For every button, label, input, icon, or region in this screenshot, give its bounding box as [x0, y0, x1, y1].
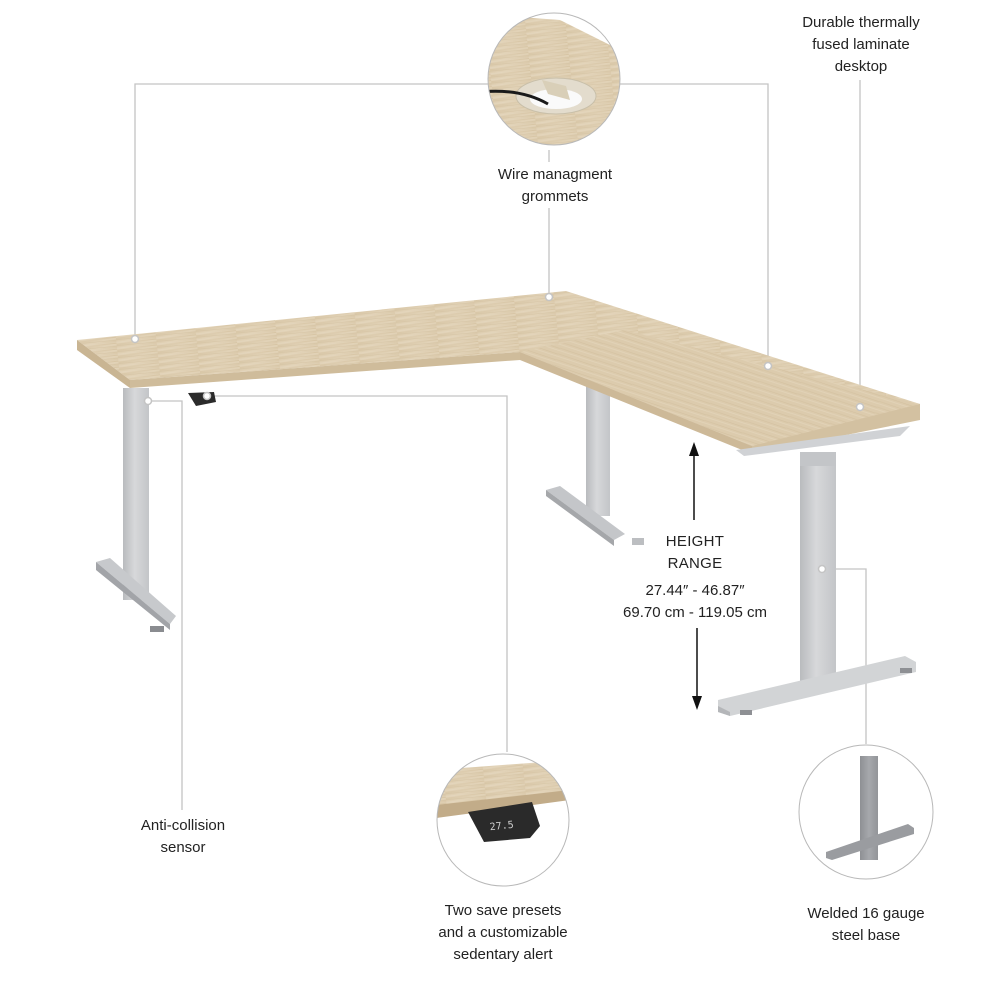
grommet-detail-circle: [487, 12, 621, 146]
label-line: Two save presets: [444, 902, 562, 919]
wire-grommets-label: Wire managment grommets: [470, 164, 640, 208]
label-line: grommets: [521, 188, 589, 205]
label-line: Durable thermally: [802, 14, 920, 31]
laminate-desktop-label: Durable thermally fused laminate desktop: [780, 12, 942, 78]
keypad-detail-circle: 27.5: [436, 753, 570, 887]
steel-base-label: Welded 16 gauge steel base: [776, 903, 956, 947]
label-line: RANGE: [667, 555, 723, 572]
height-arrows: [689, 442, 702, 710]
left-leg: [96, 388, 176, 632]
height-range-title: HEIGHT RANGE: [640, 531, 750, 575]
label-line: desktop: [834, 58, 888, 75]
presets-label: Two save presets and a customizable sede…: [410, 900, 596, 966]
label-line: sensor: [160, 839, 206, 856]
callout-dots: [130, 292, 865, 574]
right-front-leg: [718, 452, 916, 716]
label-line: Anti-collision: [140, 817, 226, 834]
keypad-small: [188, 392, 216, 406]
label-line: Wire managment: [497, 166, 613, 183]
callout-lines: [134, 80, 867, 810]
keypad-display: 27.5: [489, 820, 514, 833]
desktop-surface: [77, 291, 920, 456]
steel-base-detail-circle: [798, 744, 934, 880]
height-metric: 69.70 cm - 119.05 cm: [623, 604, 767, 621]
label-line: HEIGHT: [665, 533, 725, 550]
anti-collision-label: Anti-collision sensor: [110, 815, 256, 859]
label-line: Welded 16 gauge: [807, 905, 925, 922]
label-line: and a customizable: [438, 924, 568, 941]
label-line: fused laminate: [812, 36, 910, 53]
label-line: sedentary alert: [453, 946, 553, 963]
height-range-values: 27.44″ - 46.87″ 69.70 cm - 119.05 cm: [600, 580, 790, 624]
label-line: steel base: [831, 927, 901, 944]
height-imperial: 27.44″ - 46.87″: [645, 582, 745, 599]
